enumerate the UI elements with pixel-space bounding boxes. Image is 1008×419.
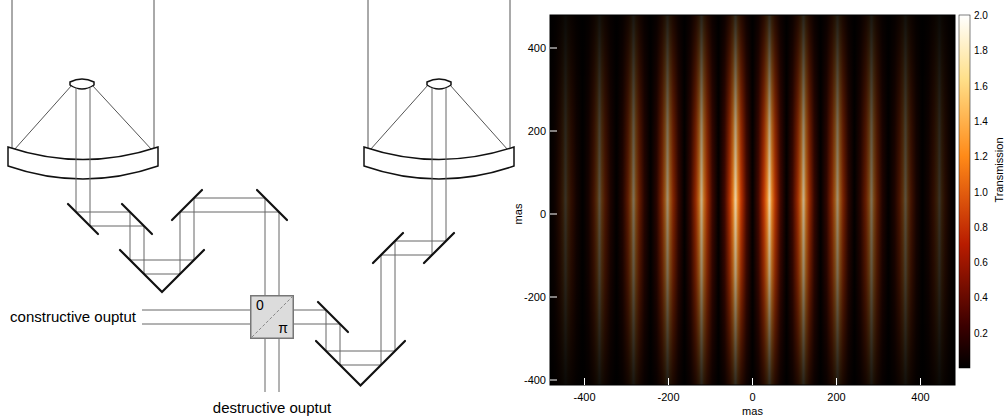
colorbar-tick: 0.2 [974, 328, 988, 339]
phase-label: 0 [256, 298, 264, 313]
tick-label: -400 [524, 374, 546, 386]
colorbar-tick: 1.0 [974, 186, 988, 197]
right-beam [290, 88, 446, 365]
tick-label: 200 [528, 125, 546, 137]
colorbar [959, 15, 970, 368]
right-telescope [364, 0, 514, 179]
colorbar-tick: 1.4 [974, 116, 988, 127]
tick-label: 400 [911, 391, 929, 403]
axis-title: mas [512, 204, 524, 225]
tick-label: -200 [657, 391, 679, 403]
axis-title: mas [742, 405, 763, 417]
tick-label: -400 [573, 391, 595, 403]
tick-label: 200 [827, 391, 845, 403]
left-beam [76, 88, 279, 300]
colorbar-tick: 1.6 [974, 81, 988, 92]
tick-label: 0 [540, 208, 546, 220]
colorbar-tick: 0.4 [974, 292, 988, 303]
phase-label: π [278, 321, 288, 336]
output-label: constructive ouptut [10, 309, 136, 326]
colorbar-tick: 1.8 [974, 45, 988, 56]
colorbar-title: Transmission [993, 138, 1005, 203]
colorbar-tick: 1.2 [974, 151, 988, 162]
left-telescope [8, 0, 158, 179]
colorbar-tick: 0.6 [974, 257, 988, 268]
transmission-map [550, 15, 955, 385]
colorbar-tick: 2.0 [974, 10, 988, 21]
tick-label: -200 [524, 291, 546, 303]
output-label: destructive ouptut [213, 400, 331, 417]
beam-combiner: 0π [250, 295, 294, 339]
tick-label: 400 [528, 42, 546, 54]
colorbar-tick: 0.8 [974, 222, 988, 233]
tick-label: 0 [749, 391, 755, 403]
mirrors [68, 190, 454, 386]
